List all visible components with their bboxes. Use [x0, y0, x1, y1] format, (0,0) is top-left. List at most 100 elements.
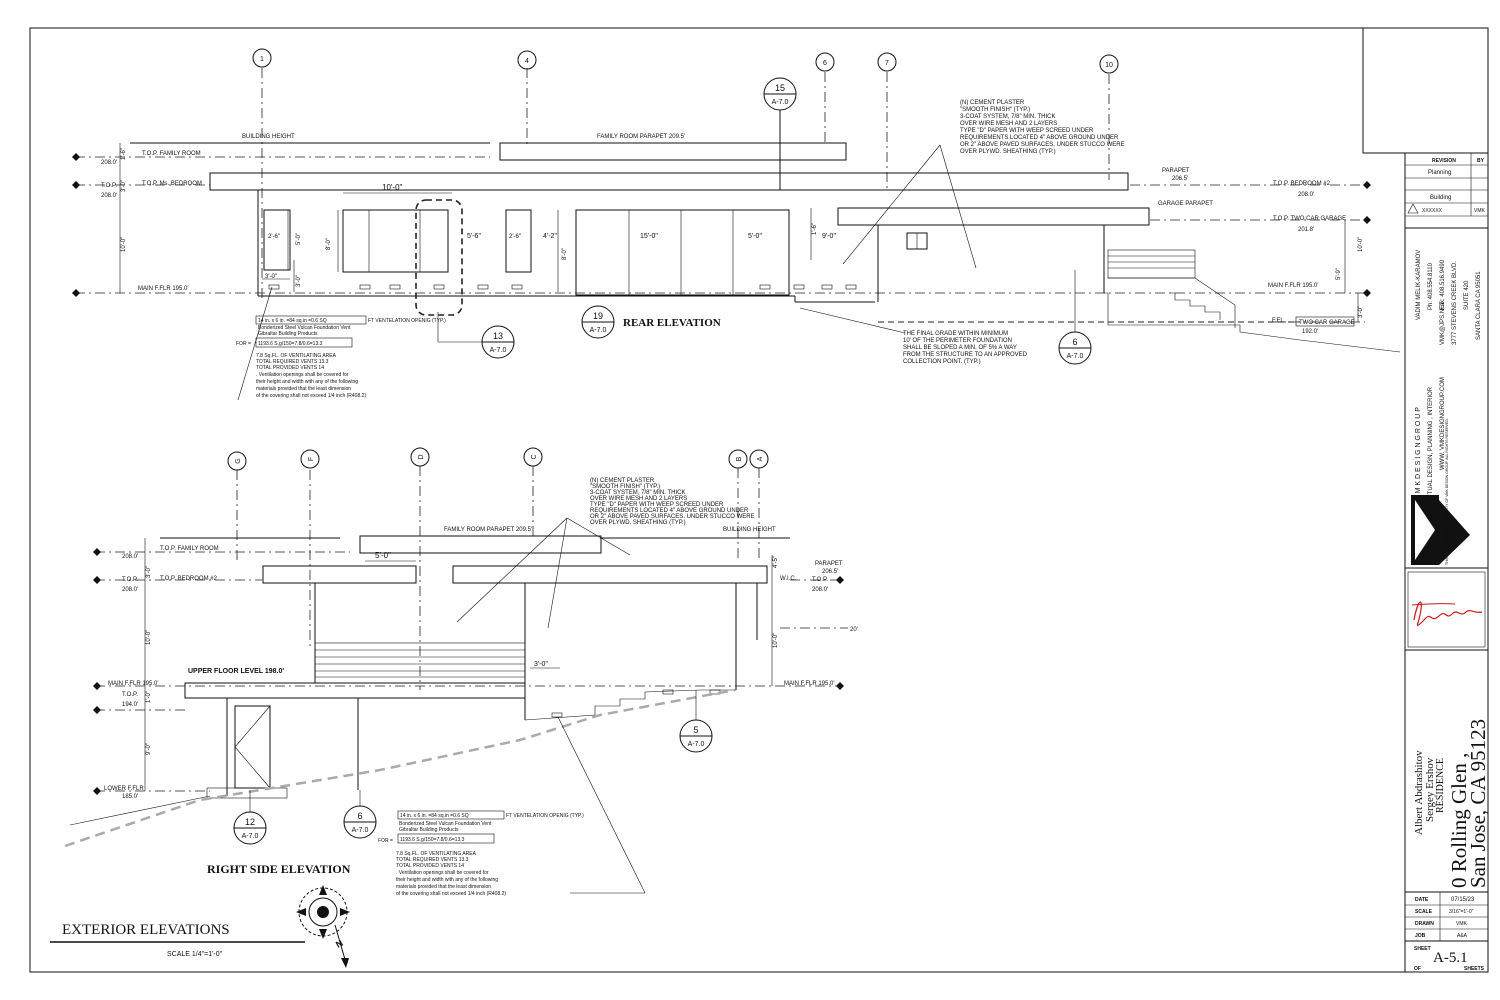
- grid-bubble-1: 1: [260, 56, 264, 63]
- side-elevation-title: RIGHT SIDE ELEVATION: [207, 862, 351, 876]
- sheet-number: A-5.1: [1433, 950, 1468, 966]
- firm-phone: Ph: 408.554.8110: [1428, 262, 1434, 310]
- svg-text:A-7.0: A-7.0: [772, 99, 789, 106]
- city-address: San Jose, CA 95123: [1466, 719, 1490, 888]
- svg-text:13: 13: [493, 331, 503, 341]
- sheet-scale: SCALE 1/4"=1'-0": [167, 951, 223, 958]
- firm-name: V M K D E S I G N G R O U P: [1415, 407, 1422, 500]
- svg-text:5: 5: [693, 725, 698, 735]
- dim-rear-3-0v2: 3'-0": [121, 180, 127, 192]
- side-grade-line: [64, 688, 736, 848]
- title-block: REVISION BY Planning Building XXXXXX VMK…: [1405, 153, 1490, 972]
- title-block-corner: [1362, 28, 1488, 154]
- svg-text:THE FINAL GRADE WITHIN MINIMUM: THE FINAL GRADE WITHIN MINIMUM 10' OF TH…: [903, 331, 1029, 365]
- grid-bubble-g: G: [235, 458, 242, 463]
- rear-two-car-value: 192.0': [1302, 329, 1318, 335]
- rear-building: [209, 142, 1401, 353]
- rear-top-bed2-label: T.O.P. BEDROOM #2: [1273, 181, 1331, 187]
- north-label: N: [334, 938, 345, 950]
- side-level-185: 185.0': [122, 794, 138, 800]
- grid-bubble-4: 4: [525, 58, 529, 65]
- sheet-title-block: EXTERIOR ELEVATIONS SCALE 1/4"=1'-0": [50, 922, 305, 958]
- svg-text:FOR =: FOR =: [378, 838, 393, 844]
- dim-rear-3-0v: 3'-0": [296, 275, 302, 287]
- revision-header: REVISION: [1432, 158, 1456, 164]
- dim-side-1-0v: 1'-0": [146, 691, 152, 703]
- sheet-label: SHEET: [1414, 946, 1431, 952]
- rear-main-ffl-right: MAIN F.FLR 195.0': [1268, 283, 1319, 289]
- dim-side-3-0v: 3'-0": [146, 566, 152, 578]
- dim-side-10-0v: 10'-0": [146, 630, 152, 645]
- revision-row-building: Building: [1430, 195, 1451, 201]
- firm-web: WWW. VMKDESIGNGROUP.COM: [1440, 377, 1446, 470]
- rear-top-ms-label: T.O.P. Ms. BEDROOM: [142, 181, 202, 187]
- by-header: BY: [1477, 158, 1485, 164]
- side-dimensions: 5'-0" 3'-0" 3'-0" 10'-0" 1'-0" 9'-0" 10'…: [144, 538, 779, 791]
- date-label: DATE: [1415, 897, 1429, 903]
- svg-text:A-7.0: A-7.0: [590, 327, 607, 334]
- dim-rear-3-0v3: 3'-0": [1358, 306, 1364, 318]
- svg-text:6: 6: [357, 811, 362, 821]
- side-top-family-label: T.O.P. FAMILY ROOM: [160, 546, 219, 552]
- grid-bubble-f: F: [308, 457, 315, 461]
- grid-bubble-7: 7: [885, 60, 889, 67]
- grid-bubble-10: 10: [1105, 62, 1113, 69]
- dim-rear-5-9v: 5'-9": [1336, 268, 1342, 280]
- callout-side-5: 5 A-7.0: [679, 690, 713, 753]
- rear-grade-note: THE FINAL GRADE WITHIN MINIMUM 10' OF TH…: [799, 307, 1029, 365]
- side-top-right-label: T.O.P.: [812, 577, 828, 583]
- rear-garage-value: 201.8': [1298, 227, 1314, 233]
- dim-rear-4-2: 4'-2": [543, 233, 557, 240]
- job-value: A&A: [1457, 933, 1468, 939]
- svg-text:14 in. x 6 in. =84 sq.in =0.6: 14 in. x 6 in. =84 sq.in =0.6 SQ: [258, 318, 327, 324]
- job-label: JOB: [1415, 933, 1426, 939]
- rear-parapet-label: PARAPET: [1162, 168, 1190, 174]
- rear-bed2-value: 208.0': [1298, 192, 1314, 198]
- firm-address2: SUITE 420: [1464, 280, 1470, 310]
- callout-side-6: 6 A-7.0: [343, 790, 377, 839]
- side-grid-lines: [236, 466, 760, 690]
- svg-text:A-7.0: A-7.0: [1067, 353, 1084, 360]
- firm-principal: VADIM MELIK-KARAMOV: [1416, 250, 1422, 320]
- drawn-label: DRAWN: [1415, 921, 1434, 927]
- svg-text:A-7.0: A-7.0: [490, 347, 507, 354]
- grid-bubble-c: C: [531, 454, 538, 459]
- svg-text:1193.6 S.g/150=7.8/0.6=13.3: 1193.6 S.g/150=7.8/0.6=13.3: [400, 837, 465, 843]
- side-upper-floor-label: UPPER FLOOR LEVEL 198.0': [188, 668, 284, 675]
- svg-text:FT VENTELATION OPENIG (TYP.): FT VENTELATION OPENIG (TYP.): [368, 318, 446, 324]
- svg-text:(N) CEMENT PLASTER "SM: (N) CEMENT PLASTER "SMOOTH FINISH" (TYP.…: [960, 100, 1126, 155]
- side-twenty-label: 20': [850, 627, 858, 633]
- callout-rear-19: 19 A-7.0: [581, 305, 615, 339]
- side-main-ffl-right: MAIN F.FLR 195.0': [784, 681, 835, 687]
- callout-rear-13: 13 A-7.0: [437, 312, 515, 359]
- date-value: 07/15/23: [1451, 897, 1475, 903]
- dim-side-4-5v: 4'-5": [773, 556, 779, 568]
- side-level-208c: 208.0': [812, 587, 828, 593]
- drawn-value: VMK: [1456, 921, 1468, 927]
- rear-parapet-value: 206.5': [1172, 176, 1188, 182]
- rear-two-car-label: TWO CAR GARAGE: [1299, 320, 1355, 326]
- dim-side-5-0: 5'-0": [375, 551, 391, 560]
- side-plaster-note: (N) CEMENT PLASTER "SMOOTH FINISH" (TYP.…: [456, 478, 756, 629]
- dim-side-10-0v2: 10'-0": [773, 633, 779, 648]
- dim-rear-8-0v: 8'-0": [326, 238, 332, 250]
- side-parapet-label: PARAPET: [815, 561, 843, 567]
- svg-text:A-7.0: A-7.0: [352, 827, 369, 834]
- dim-rear-5-0v: 5'-0": [296, 233, 302, 245]
- rear-dimensions: 10'-0" 2'-6" 5'-6" 2'-6" 4'-2" 15'-0" 5'…: [119, 143, 1364, 322]
- rear-grid-bubbles: 1 4 6 7 10: [252, 48, 1119, 74]
- delta-icon: [1407, 203, 1419, 214]
- svg-text:7.8 Sq.FL. OF VENTILATING AREA: 7.8 Sq.FL. OF VENTILATING AREA TOTAL REQ…: [396, 851, 506, 897]
- rear-vents: [268, 284, 857, 290]
- revision-row-planning: Planning: [1428, 170, 1451, 176]
- dim-rear-2-6b: 2'-6": [509, 234, 521, 240]
- dim-rear-10-0v2: 10'-0": [1358, 237, 1364, 252]
- dim-rear-10-0: 10'-0": [382, 183, 403, 192]
- residence: RESIDENCE: [1435, 758, 1446, 813]
- right-side-elevation: G F D C B A: [64, 447, 858, 897]
- grid-bubble-a: A: [757, 456, 764, 461]
- svg-text:(N) CEMENT PLASTER "SM: (N) CEMENT PLASTER "SMOOTH FINISH" (TYP.…: [590, 478, 756, 526]
- street-address: 0 Rolling Glen ,: [1447, 753, 1471, 888]
- firm-email: VMK@JPS.NET: [1440, 301, 1446, 345]
